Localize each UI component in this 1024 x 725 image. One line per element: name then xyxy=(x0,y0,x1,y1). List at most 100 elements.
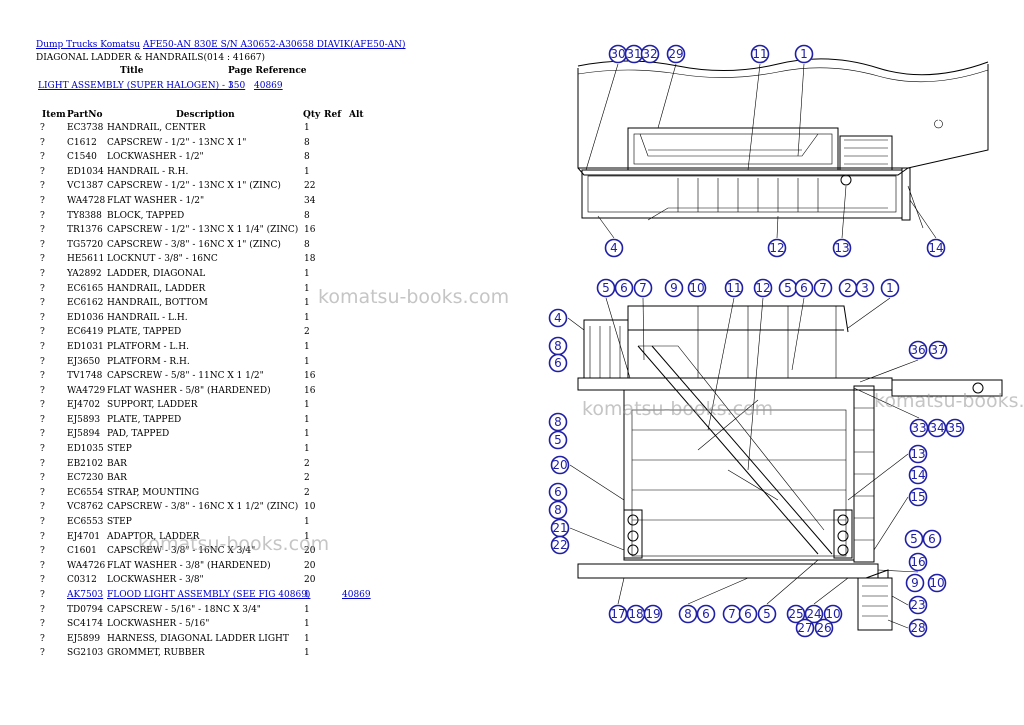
callout-circle xyxy=(753,278,773,298)
part-number-cell: ED1035 xyxy=(67,444,104,455)
item-cell: ? xyxy=(40,385,45,396)
callout-circle xyxy=(928,340,948,360)
callout-bubble: 29 xyxy=(666,44,686,64)
callout-bubble: 8 xyxy=(678,604,698,624)
callout-circle xyxy=(548,308,568,328)
callout-bubble: 7 xyxy=(633,278,653,298)
description-cell: FLAT WASHER - 5/8" (HARDENED) xyxy=(107,385,271,396)
callout-bubble: 30 xyxy=(608,44,628,64)
callout-number: 24 xyxy=(806,607,821,621)
callout-number: 10 xyxy=(825,607,840,621)
callout-bubble: 13 xyxy=(832,238,852,258)
qty-cell: 8 xyxy=(304,137,310,148)
qty-cell: 16 xyxy=(304,371,316,382)
qty-cell: 1 xyxy=(304,356,310,367)
item-cell: ? xyxy=(40,400,45,411)
qty-cell: 1 xyxy=(304,648,310,659)
ref-number-link[interactable]: 40869 xyxy=(254,81,283,91)
callout-number: 27 xyxy=(797,621,812,635)
item-cell: ? xyxy=(40,633,45,644)
breadcrumb-link-dump-trucks[interactable]: Dump Trucks Komatsu xyxy=(36,40,141,50)
description-cell: HANDRAIL, BOTTOM xyxy=(107,298,208,309)
callout-bubble: 1 xyxy=(880,278,900,298)
callout-circle xyxy=(927,573,947,593)
item-cell: ? xyxy=(40,473,45,484)
callout-bubble: 11 xyxy=(724,278,744,298)
ref-page-link[interactable]: 350 xyxy=(228,81,246,91)
qty-cell: 1 xyxy=(304,166,310,177)
description-cell: PLATFORM - R.H. xyxy=(107,356,190,367)
description-cell[interactable]: FLOOD LIGHT ASSEMBLY (SEE FIG 40869) xyxy=(107,590,311,600)
callout-bubble: 20 xyxy=(550,455,570,475)
callout-circle xyxy=(908,444,928,464)
callout-number: 1 xyxy=(886,281,894,295)
callout-bubble: 1 xyxy=(794,44,814,64)
qty-cell: 2 xyxy=(304,473,310,484)
description-cell: PAD, TAPPED xyxy=(107,429,170,440)
qty-cell: 1 xyxy=(304,283,310,294)
item-cell: ? xyxy=(40,371,45,382)
header-qty: Qty xyxy=(303,110,321,120)
callout-number: 5 xyxy=(602,281,610,295)
part-number-cell: EJ5893 xyxy=(67,414,101,425)
part-number-cell: WA4729 xyxy=(67,385,106,396)
callout-circle xyxy=(550,455,570,475)
part-number-cell: SG2103 xyxy=(67,648,104,659)
breadcrumb-link-model[interactable]: AFE50-AN 830E S/N A30652-A30658 DIAVIK(A… xyxy=(142,40,406,50)
callout-number: 6 xyxy=(928,532,936,546)
qty-cell: 2 xyxy=(304,487,310,498)
callout-number: 30 xyxy=(610,47,625,61)
callout-bubble: 4 xyxy=(604,238,624,258)
item-cell: ? xyxy=(40,619,45,630)
item-cell: ? xyxy=(40,341,45,352)
qty-cell[interactable]: 1 xyxy=(304,590,310,600)
item-cell: ? xyxy=(40,356,45,367)
callout-number: 7 xyxy=(639,281,647,295)
item-cell: ? xyxy=(40,429,45,440)
qty-cell: 1 xyxy=(304,517,310,528)
ref-cell[interactable]: 40869 xyxy=(342,590,371,600)
callout-number: 5 xyxy=(784,281,792,295)
callout-bubble: 25 xyxy=(786,604,806,624)
qty-cell: 22 xyxy=(304,181,316,192)
ref-title-link[interactable]: LIGHT ASSEMBLY (SUPER HALOGEN) - 1 xyxy=(38,81,234,91)
description-cell: PLATE, TAPPED xyxy=(107,414,182,425)
callout-bubble: 36 xyxy=(908,340,928,360)
callout-number: 22 xyxy=(552,538,567,552)
description-cell: STEP xyxy=(107,517,132,528)
description-cell: PLATE, TAPPED xyxy=(107,327,182,338)
item-cell: ? xyxy=(40,531,45,542)
callout-circle xyxy=(548,482,568,502)
callout-bubble: 5 xyxy=(904,529,924,549)
callout-bubble: 34 xyxy=(927,418,947,438)
side-view-drawing xyxy=(577,305,1003,631)
part-number-cell: C1540 xyxy=(67,152,97,163)
callout-circle xyxy=(643,604,663,624)
callout-number: 26 xyxy=(816,621,831,635)
item-cell: ? xyxy=(40,137,45,148)
callout-bubble: 37 xyxy=(928,340,948,360)
part-number-cell[interactable]: AK7503 xyxy=(67,590,104,600)
item-cell: ? xyxy=(40,312,45,323)
callout-circle xyxy=(664,278,684,298)
callout-bubble: 5 xyxy=(548,430,568,450)
callout-number: 6 xyxy=(620,281,628,295)
description-cell: STRAP, MOUNTING xyxy=(107,487,200,498)
part-number-cell: EC7230 xyxy=(67,473,104,484)
callout-number: 10 xyxy=(689,281,704,295)
callout-bubble: 15 xyxy=(908,487,928,507)
callout-number: 1 xyxy=(800,47,808,61)
part-number-cell: EC6554 xyxy=(67,487,104,498)
callout-number: 23 xyxy=(910,598,925,612)
callout-circle xyxy=(922,529,942,549)
callout-number: 11 xyxy=(726,281,741,295)
